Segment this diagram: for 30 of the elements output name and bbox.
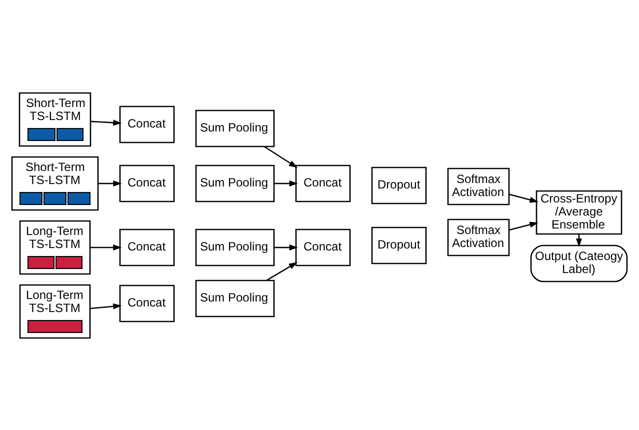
arrow xyxy=(90,244,122,250)
node-box: Concat xyxy=(119,228,175,266)
arrow xyxy=(90,119,122,126)
arrow xyxy=(508,193,538,202)
node-box: Sum Pooling xyxy=(195,279,275,317)
arrow xyxy=(508,221,538,230)
node-box: Output (Cateogy Label) xyxy=(530,244,628,282)
arrow xyxy=(90,302,122,309)
node-box: Sum Pooling xyxy=(195,109,275,147)
node-box: Short-Term TS-LSTM xyxy=(11,156,99,210)
node-box: Softmax Activation xyxy=(447,218,510,256)
arrow xyxy=(264,145,298,168)
arrow xyxy=(274,180,298,186)
node-box: Dropout xyxy=(371,166,427,204)
node-box: Concat xyxy=(119,105,175,143)
node-box: Dropout xyxy=(371,226,427,264)
node-box: Long-Term TS-LSTM xyxy=(19,284,91,338)
node-box: Sum Pooling xyxy=(195,228,275,266)
node-box: Long-Term TS-LSTM xyxy=(19,220,91,274)
arrow xyxy=(274,244,298,250)
node-box: Cross-Entropy /Average Ensemble xyxy=(536,190,622,234)
node-box: Softmax Activation xyxy=(447,167,510,205)
node-box: Concat xyxy=(295,164,351,202)
arrow xyxy=(266,262,298,280)
node-box: Sum Pooling xyxy=(195,164,275,202)
node-box: Concat xyxy=(119,284,175,322)
node-box: Concat xyxy=(119,164,175,202)
node-box: Concat xyxy=(295,228,351,266)
arrow xyxy=(98,180,122,186)
node-box: Short-Term TS-LSTM xyxy=(18,92,92,146)
